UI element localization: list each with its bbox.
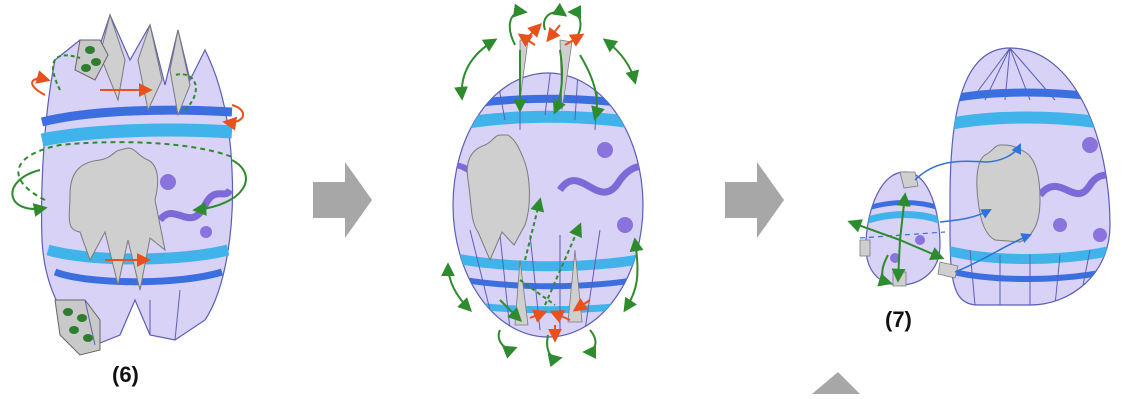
unfolded-egg-stage-6 (12, 15, 246, 355)
assembled-stage-7 (850, 48, 1115, 305)
purple-dot (200, 226, 212, 238)
gray-tab (860, 240, 870, 256)
purple-dot (617, 217, 633, 233)
rotate-arrow-icon (605, 40, 635, 82)
fold-arrow-icon (544, 12, 565, 30)
fold-arrow-icon (547, 335, 560, 358)
gray-hole (977, 145, 1040, 242)
fold-arrow-icon (525, 25, 540, 40)
fold-arrow-icon (548, 25, 560, 40)
step-label-6: (6) (112, 362, 139, 388)
purple-dot (1053, 218, 1067, 232)
process-arrow-icon (725, 162, 784, 238)
purple-dot (597, 142, 613, 158)
purple-dot (160, 174, 176, 190)
fold-arrow-icon (565, 35, 582, 45)
purple-dot (915, 235, 925, 245)
step-label-7: (7) (885, 307, 912, 333)
process-arrow-icon (812, 372, 860, 394)
fold-arrow-icon (585, 330, 595, 352)
fold-arrow-icon (32, 79, 48, 95)
closing-egg-stage (440, 12, 660, 358)
fold-arrow-icon (499, 330, 515, 349)
egg-cap (866, 172, 940, 285)
process-arrow-icon (313, 162, 372, 238)
purple-dot (1082, 137, 1098, 153)
rotate-arrow-icon (462, 40, 495, 98)
purple-dot (1093, 228, 1107, 242)
gray-tab (893, 272, 906, 286)
